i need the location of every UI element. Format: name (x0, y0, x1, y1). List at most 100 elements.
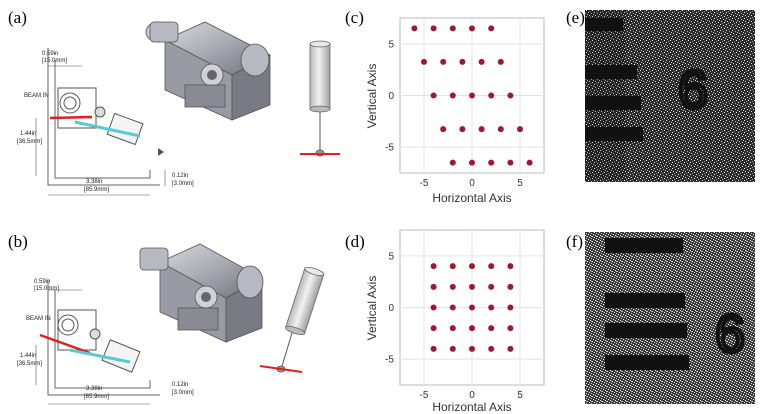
target-bar (605, 293, 685, 308)
dim-right-a: 0.12in (172, 173, 188, 179)
panel-label-b: (b) (8, 232, 28, 251)
y-tick-label-c: -5 (385, 143, 394, 154)
x-tick-label-d: -5 (420, 390, 429, 401)
data-point-c (469, 92, 475, 99)
target-bar (585, 18, 623, 31)
x-tick-label-c: -5 (420, 178, 429, 189)
target-bar (585, 65, 637, 79)
dim-right-b: 0.12in (172, 382, 188, 388)
dim-left-a: 1.44in (20, 131, 36, 137)
data-point-c (469, 159, 475, 166)
scatter-plot-d: -5 0 5 5 0 -5 Horizontal Axis Vertical Axis (365, 229, 545, 414)
data-point-d (430, 304, 437, 311)
data-point-c (430, 25, 437, 32)
y-tick-label-d: -5 (385, 355, 394, 366)
data-point-c (497, 58, 504, 65)
data-point-c (449, 92, 456, 99)
data-point-c (478, 126, 485, 133)
panel-label-c: (c) (345, 8, 364, 27)
beam-in-label-a: BEAM IN (24, 93, 49, 99)
dim-right-mm-b: [3.0mm] (172, 390, 194, 396)
target-bar (605, 238, 683, 253)
x-axis-label-d: Horizontal Axis (432, 400, 511, 414)
target-bar (585, 127, 643, 141)
y-axis-label-c: Vertical Axis (365, 64, 379, 129)
dim-left-mm-b: [36.5mm] (17, 361, 42, 367)
data-point-c (449, 159, 456, 166)
data-point-d (507, 263, 514, 270)
data-point-d (488, 263, 495, 270)
beam-in-label-b: BEAM IN (26, 316, 51, 322)
probe-render-a (300, 40, 340, 157)
data-point-c (459, 126, 466, 133)
data-point-c (449, 25, 456, 32)
data-point-c (517, 126, 523, 133)
dim-top-a: 0.59in (42, 51, 58, 57)
data-point-d (449, 345, 456, 352)
dim-bottom-mm-b: [85.9mm] (84, 394, 109, 400)
data-point-c (526, 159, 533, 166)
data-point-c (507, 92, 514, 99)
data-point-d (469, 283, 475, 290)
data-point-d (449, 283, 456, 290)
y-axis-label-d: Vertical Axis (365, 276, 379, 341)
dim-left-mm-a: [36.5mm] (17, 139, 42, 145)
data-point-d (430, 283, 437, 290)
x-tick-label-d: 5 (517, 390, 523, 401)
target-bar (585, 96, 641, 110)
data-point-d (469, 345, 475, 352)
technical-drawing-b: 0.59in [15.0mm] BEAM IN 1.44in [36.5mm] … (17, 279, 194, 405)
data-point-d (469, 263, 475, 270)
data-point-d (507, 325, 514, 332)
data-point-c (421, 58, 427, 65)
data-point-d (507, 304, 514, 311)
x-axis-label-c: Horizontal Axis (432, 191, 511, 205)
dim-bottom-a: 3.38in (86, 179, 102, 185)
panel-label-d: (d) (345, 232, 365, 251)
data-point-c (488, 92, 495, 99)
data-point-c (440, 126, 447, 133)
probe-render-b (259, 266, 325, 373)
y-tick-label-d: 0 (388, 303, 394, 314)
data-point-d (469, 325, 475, 332)
data-point-c (488, 159, 495, 166)
y-tick-label-c: 5 (388, 39, 394, 50)
dim-bottom-mm-a: [85.9mm] (84, 187, 109, 193)
dim-left-b: 1.44in (20, 353, 36, 359)
data-point-d (488, 283, 495, 290)
data-point-c (411, 25, 418, 32)
data-point-c (497, 126, 504, 133)
target-digit-f: 6 (715, 304, 745, 364)
y-tick-label-c: 0 (388, 91, 394, 102)
target-bar (605, 355, 689, 370)
data-point-d (449, 263, 456, 270)
data-point-d (488, 345, 495, 352)
dim-bottom-b: 3.38in (86, 386, 102, 392)
speckle-image-e: 6 (585, 10, 755, 182)
data-point-c (459, 58, 466, 65)
panel-label-a: (a) (8, 8, 27, 27)
data-point-d (449, 325, 456, 332)
data-point-c (440, 58, 447, 65)
data-point-c (478, 58, 485, 65)
dim-top-mm-b: [15.0mm] (34, 286, 59, 292)
x-tick-label-c: 0 (469, 178, 475, 189)
mount-render-a (145, 21, 271, 121)
panel-label-e: (e) (566, 8, 585, 27)
target-bar (605, 323, 687, 338)
data-point-c (430, 92, 437, 99)
mount-render-b (139, 243, 264, 343)
dim-top-b: 0.59in (34, 279, 50, 285)
data-point-d (507, 283, 514, 290)
panel-label-f: (f) (566, 232, 583, 251)
data-point-c (488, 25, 495, 32)
data-point-d (507, 345, 514, 352)
technical-drawing-a: 0.59in [15.0mm] BEAM IN 1.44in [36.5mm] … (17, 48, 194, 196)
data-point-d (488, 325, 495, 332)
target-digit-e: 6 (678, 60, 708, 120)
data-point-c (469, 25, 475, 32)
data-point-d (430, 263, 437, 270)
x-tick-label-d: 0 (469, 390, 475, 401)
y-tick-label-d: 5 (388, 251, 394, 262)
